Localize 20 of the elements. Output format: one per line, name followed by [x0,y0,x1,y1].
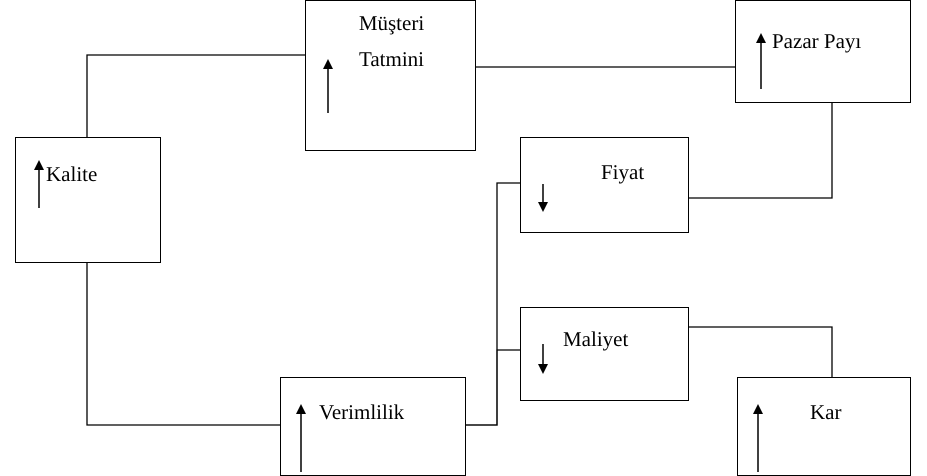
connector-line [689,326,833,377]
node-label: Kalite [46,161,98,188]
node-label: Kar [810,399,842,426]
process-box [735,0,911,103]
connector-line [86,54,305,137]
process-box [305,0,476,151]
connector-line [466,349,520,426]
connector-line [689,103,833,199]
process-box [520,137,689,233]
process-box [15,137,161,263]
node-label: Müşteri Tatmini [358,10,426,73]
connector-line [476,66,735,68]
node-label: Maliyet [563,326,630,353]
node-label: Fiyat [601,159,646,186]
connector-line [86,263,280,426]
node-label: Pazar Payı [772,28,862,55]
node-label: Verimlilik [319,399,406,426]
process-box [737,377,911,476]
process-box [520,307,689,401]
process-box [280,377,466,476]
